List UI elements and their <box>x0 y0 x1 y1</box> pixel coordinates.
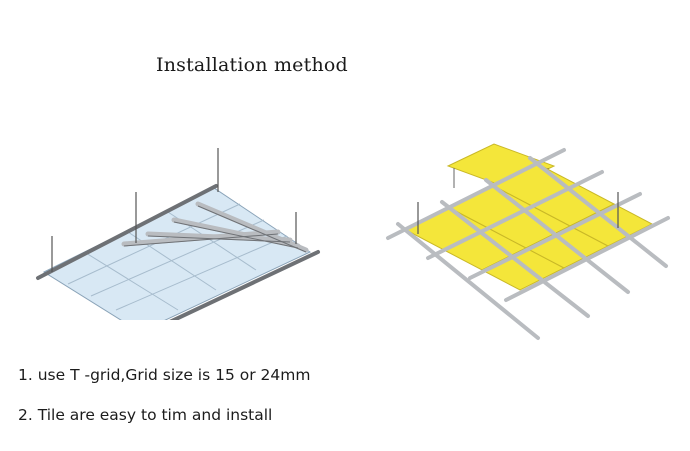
hanger-wires <box>417 192 619 234</box>
hanger-wires <box>51 148 297 272</box>
suspended-ceiling-blue-tiles-illustration <box>36 148 320 320</box>
t-grid-yellow-tiles-illustration <box>386 143 670 340</box>
note-grid-size: 1. use T -grid,Grid size is 15 or 24mm <box>18 366 311 384</box>
cross-tee-edges <box>123 205 307 253</box>
page-title: Installation method <box>156 54 348 76</box>
note-easy-install: 2. Tile are easy to tim and install <box>18 406 273 424</box>
t-grid-bars <box>386 148 670 340</box>
main-runners <box>36 184 320 320</box>
